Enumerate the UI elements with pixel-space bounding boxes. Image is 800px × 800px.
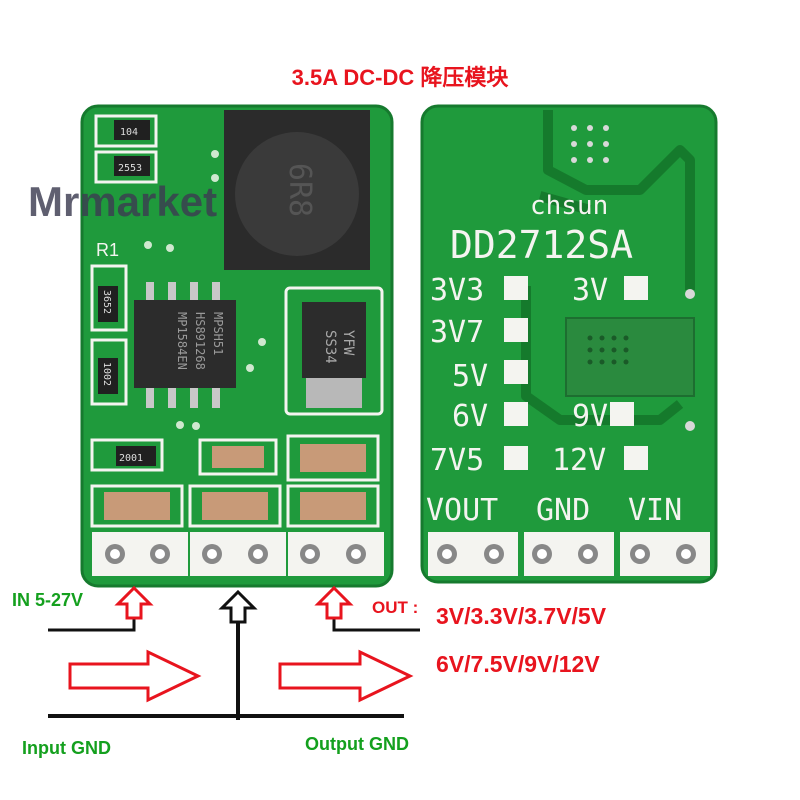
output-label: OUT : — [372, 598, 419, 617]
capacitors — [104, 444, 366, 520]
ref-r1: R1 — [96, 240, 119, 260]
pad-label-3v3: 3V3 — [430, 273, 484, 308]
output-voltages-line-1: 3V/3.3V/3.7V/5V — [436, 603, 607, 629]
page-title: 3.5A DC-DC 降压模块 — [291, 65, 509, 90]
pad-label-3v: 3V — [572, 273, 608, 308]
pin-label-gnd: GND — [536, 493, 590, 528]
input-voltage-label: IN 5-27V — [12, 590, 84, 610]
inductor: 6R8 — [224, 110, 370, 270]
pad-label-3v7: 3V7 — [430, 315, 484, 350]
back-board: chsun DD2712SA 3V3 3V 3V7 5V 6V 9V 7V5 1… — [420, 104, 718, 584]
pad-label-9v: 9V — [572, 399, 608, 434]
brand-text: chsun — [530, 191, 608, 221]
back-pin-pads — [428, 532, 710, 576]
vin-arrow-icon — [114, 585, 154, 620]
front-board: 6R8 MPSH51 HS891268 MP1584EN YFW SS34 — [80, 104, 394, 588]
pad-label-5v: 5V — [452, 359, 488, 394]
gnd-arrow-icon — [218, 589, 258, 624]
output-flow-arrow-icon — [278, 649, 414, 703]
ic-marking-2: HS891268 — [193, 312, 207, 370]
resistor-1002: 1002 — [101, 362, 112, 386]
resistor-104: 104 — [120, 127, 138, 138]
ic-chip: MPSH51 HS891268 MP1584EN — [134, 282, 236, 408]
jumper-pads — [504, 276, 648, 470]
pad-label-7v5: 7V5 — [430, 443, 484, 478]
wiring-diagram — [48, 585, 420, 720]
resistor-2001: 2001 — [119, 453, 143, 464]
inductor-marking: 6R8 — [282, 163, 317, 217]
vout-arrow-icon — [314, 585, 354, 620]
input-flow-arrow-icon — [68, 649, 202, 703]
input-gnd-label: Input GND — [22, 738, 111, 758]
ic-marking-3: MP1584EN — [175, 312, 189, 370]
diode: YFW SS34 — [302, 302, 366, 408]
pad-label-6v: 6V — [452, 399, 488, 434]
output-gnd-label: Output GND — [305, 734, 409, 754]
front-pin-pads — [92, 532, 384, 576]
resistor-2553: 2553 — [118, 163, 142, 174]
output-voltages-line-2: 6V/7.5V/9V/12V — [436, 651, 600, 677]
resistor-3652: 3652 — [101, 290, 112, 314]
diode-marking-1: YFW — [340, 330, 356, 356]
ic-marking-1: MPSH51 — [211, 312, 225, 355]
model-text: DD2712SA — [450, 223, 633, 267]
pad-label-12v: 12V — [552, 443, 606, 478]
pin-label-vout: VOUT — [426, 493, 498, 528]
watermark-logo: Mrmarket — [28, 178, 218, 225]
diode-marking-2: SS34 — [322, 330, 338, 364]
pin-label-vin: VIN — [628, 493, 682, 528]
